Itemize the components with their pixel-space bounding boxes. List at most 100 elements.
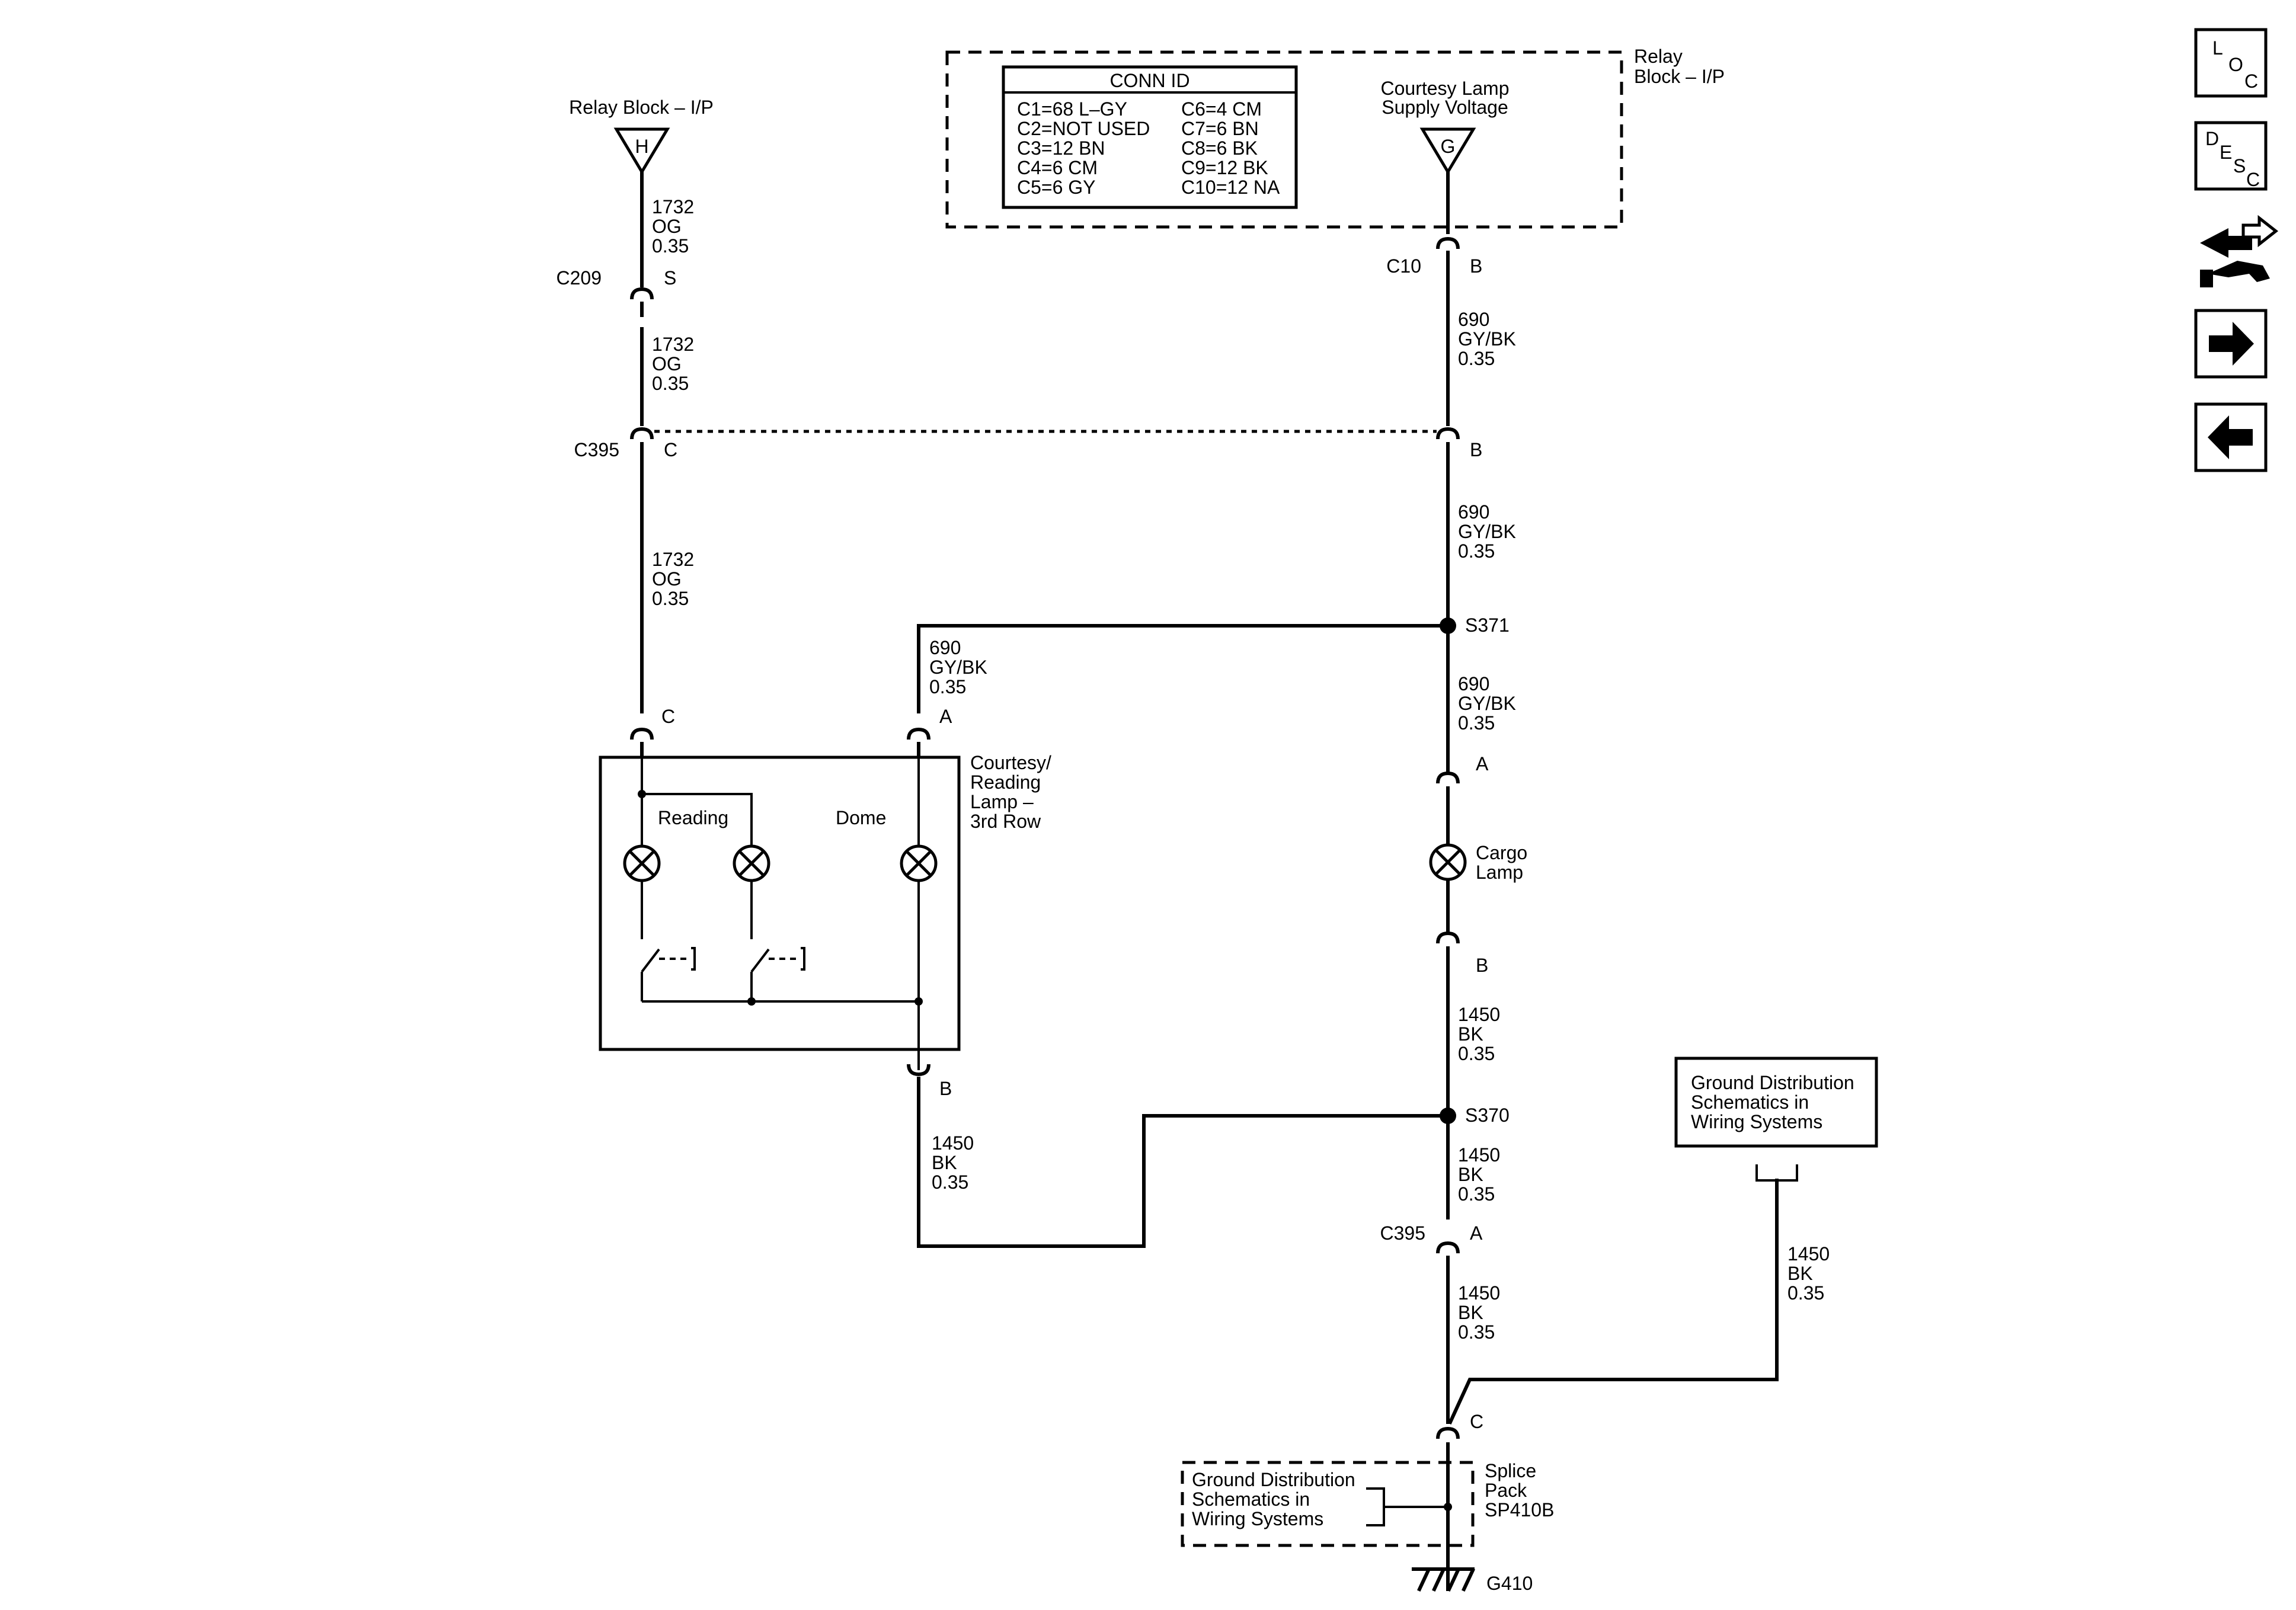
desc-letter-e: E: [2220, 142, 2232, 163]
conn-id-right-3: C9=12 BK: [1181, 157, 1268, 178]
conn-id-left-1: C2=NOT USED: [1017, 118, 1150, 139]
reading-lamp-bulb-left: [623, 844, 661, 882]
c10-pin: B: [1470, 255, 1482, 277]
splice-s371-label: S371: [1465, 614, 1510, 636]
next-arrow-icon[interactable]: [2194, 309, 2268, 379]
ground-ref-line-2: Schematics in: [1691, 1092, 1809, 1113]
courtesy-lamp-housing: [599, 756, 961, 1051]
wire-bk3-gauge: 0.35: [1458, 1321, 1495, 1343]
reading-switch-left: [641, 947, 696, 1001]
conn-id-right-2: C8=6 BK: [1181, 137, 1258, 159]
relay-block-ip-left: Relay Block – I/P H: [569, 97, 714, 175]
wire-bk4-gauge: 0.35: [932, 1172, 968, 1193]
wire-bk2-circuit: 1450: [1458, 1144, 1500, 1166]
c395-bottom-pin: A: [1470, 1222, 1483, 1244]
dome-lamp-bulb: [900, 844, 938, 882]
wire-gy1-gauge: 0.35: [1458, 348, 1495, 369]
wire-1450-bk-courtesy-ground: [917, 1077, 1450, 1248]
wire-og1-color: OG: [652, 216, 682, 237]
connector-courtesy-a: [907, 727, 930, 740]
c395-left-pin: C: [664, 439, 677, 460]
connector-c395-left-female: [630, 427, 654, 440]
wire-gy3-color: GY/BK: [929, 657, 987, 678]
splice-pack-label-1: Splice: [1485, 1460, 1536, 1481]
ground-ref-line-3: Wiring Systems: [1691, 1111, 1822, 1132]
conn-id-right-4: C10=12 NA: [1181, 177, 1280, 198]
splice-ref-line-3: Wiring Systems: [1192, 1508, 1323, 1529]
diagnostic-icon[interactable]: [2200, 215, 2279, 287]
connector-c209-female: [630, 287, 654, 300]
wire-bk5-color: BK: [1787, 1263, 1813, 1284]
ground-g410-label: G410: [1486, 1573, 1533, 1594]
c395-right-pin: B: [1470, 439, 1482, 460]
loc-icon[interactable]: L O C: [2194, 28, 2268, 98]
terminal-g-symbol: [1419, 127, 1476, 175]
c209-label: C209: [557, 267, 602, 289]
wire-bk2-color: BK: [1458, 1164, 1483, 1185]
c395-left-label: C395: [574, 439, 620, 460]
relay-block-label-1: Relay: [1634, 46, 1683, 67]
c10-label: C10: [1386, 255, 1421, 277]
loc-letter-l: L: [2212, 37, 2223, 59]
wire-gy4-gauge: 0.35: [1458, 712, 1495, 734]
wire-gy3-circuit: 690: [929, 637, 961, 658]
courtesy-pin-b: B: [939, 1078, 952, 1099]
terminal-h-letter: H: [635, 136, 648, 157]
wire-bk2-gauge: 0.35: [1458, 1183, 1495, 1205]
connector-c10-female: [1436, 236, 1460, 249]
wire-1450-bk-ground-dist: [1448, 1179, 1779, 1425]
wire-bk4-circuit: 1450: [932, 1132, 974, 1154]
wire-gy2-gauge: 0.35: [1458, 540, 1495, 562]
splice-pack-outline: [1181, 1461, 1475, 1547]
conn-id-right-1: C7=6 BN: [1181, 118, 1259, 139]
wire-690-branch-courtesy: [917, 624, 1450, 713]
cargo-lamp-label-2: Lamp: [1476, 862, 1523, 883]
conn-id-header: CONN ID: [1109, 70, 1189, 91]
splice-pack-label-3: SP410B: [1485, 1499, 1554, 1521]
wire-690-gybk: [1436, 170, 1460, 846]
conn-id-table: CONN ID C1=68 L–GY C2=NOT USED C3=12 BN …: [1002, 65, 1298, 209]
connector-splice-c: [1436, 1426, 1460, 1439]
courtesy-lamp-name-4: 3rd Row: [970, 811, 1041, 832]
wire-bk5-circuit: 1450: [1787, 1243, 1830, 1265]
courtesy-lamp-name-1: Courtesy/: [970, 752, 1051, 773]
connector-c395-bottom-female: [1436, 1241, 1460, 1254]
relay-block-outline: [945, 50, 1623, 229]
connector-courtesy-c: [630, 727, 654, 740]
conn-id-left-2: C3=12 BN: [1017, 137, 1105, 159]
desc-icon[interactable]: D E S C: [2194, 121, 2268, 191]
desc-letter-s: S: [2233, 155, 2246, 177]
splice-s370-label: S370: [1465, 1105, 1510, 1126]
desc-letter-c: C: [2246, 169, 2260, 190]
relay-block-label-2: Block – I/P: [1634, 66, 1725, 87]
loc-letter-o: O: [2228, 54, 2243, 75]
wire-gy3-gauge: 0.35: [929, 676, 966, 697]
splice-pin-c: C: [1470, 1411, 1483, 1432]
wire-og1-gauge: 0.35: [652, 235, 689, 257]
back-arrow-icon[interactable]: [2194, 402, 2268, 472]
conn-id-left-0: C1=68 L–GY: [1017, 98, 1127, 120]
wire-bk1-color: BK: [1458, 1023, 1483, 1045]
splice-ref-line-1: Ground Distribution: [1192, 1469, 1355, 1490]
wire-bk5-gauge: 0.35: [1787, 1282, 1824, 1304]
courtesy-pin-a: A: [939, 706, 952, 727]
wire-og3-gauge: 0.35: [652, 588, 689, 609]
reading-switch-right: [750, 947, 805, 1001]
ground-ref-terminal: [1755, 1164, 1798, 1182]
cargo-pin-b: B: [1476, 955, 1488, 976]
desc-letter-d: D: [2205, 128, 2219, 149]
splice-pack-label-2: Pack: [1485, 1480, 1527, 1501]
splice-pack-sp410b: Splice Pack SP410B Ground Distribution S…: [1181, 1460, 1554, 1547]
wire-og2-gauge: 0.35: [652, 373, 689, 394]
wire-bk4-color: BK: [932, 1152, 957, 1173]
wire-bk1-circuit: 1450: [1458, 1004, 1500, 1025]
ground-ref-line-1: Ground Distribution: [1691, 1072, 1854, 1093]
loc-letter-c: C: [2244, 71, 2258, 92]
cargo-pin-a: A: [1476, 753, 1489, 774]
connector-c395-right-female: [1436, 427, 1460, 440]
ground-distribution-ref-box[interactable]: Ground Distribution Schematics in Wiring…: [1674, 1057, 1878, 1148]
wire-og2-circuit: 1732: [652, 334, 694, 355]
connector-courtesy-b: [907, 1064, 930, 1077]
